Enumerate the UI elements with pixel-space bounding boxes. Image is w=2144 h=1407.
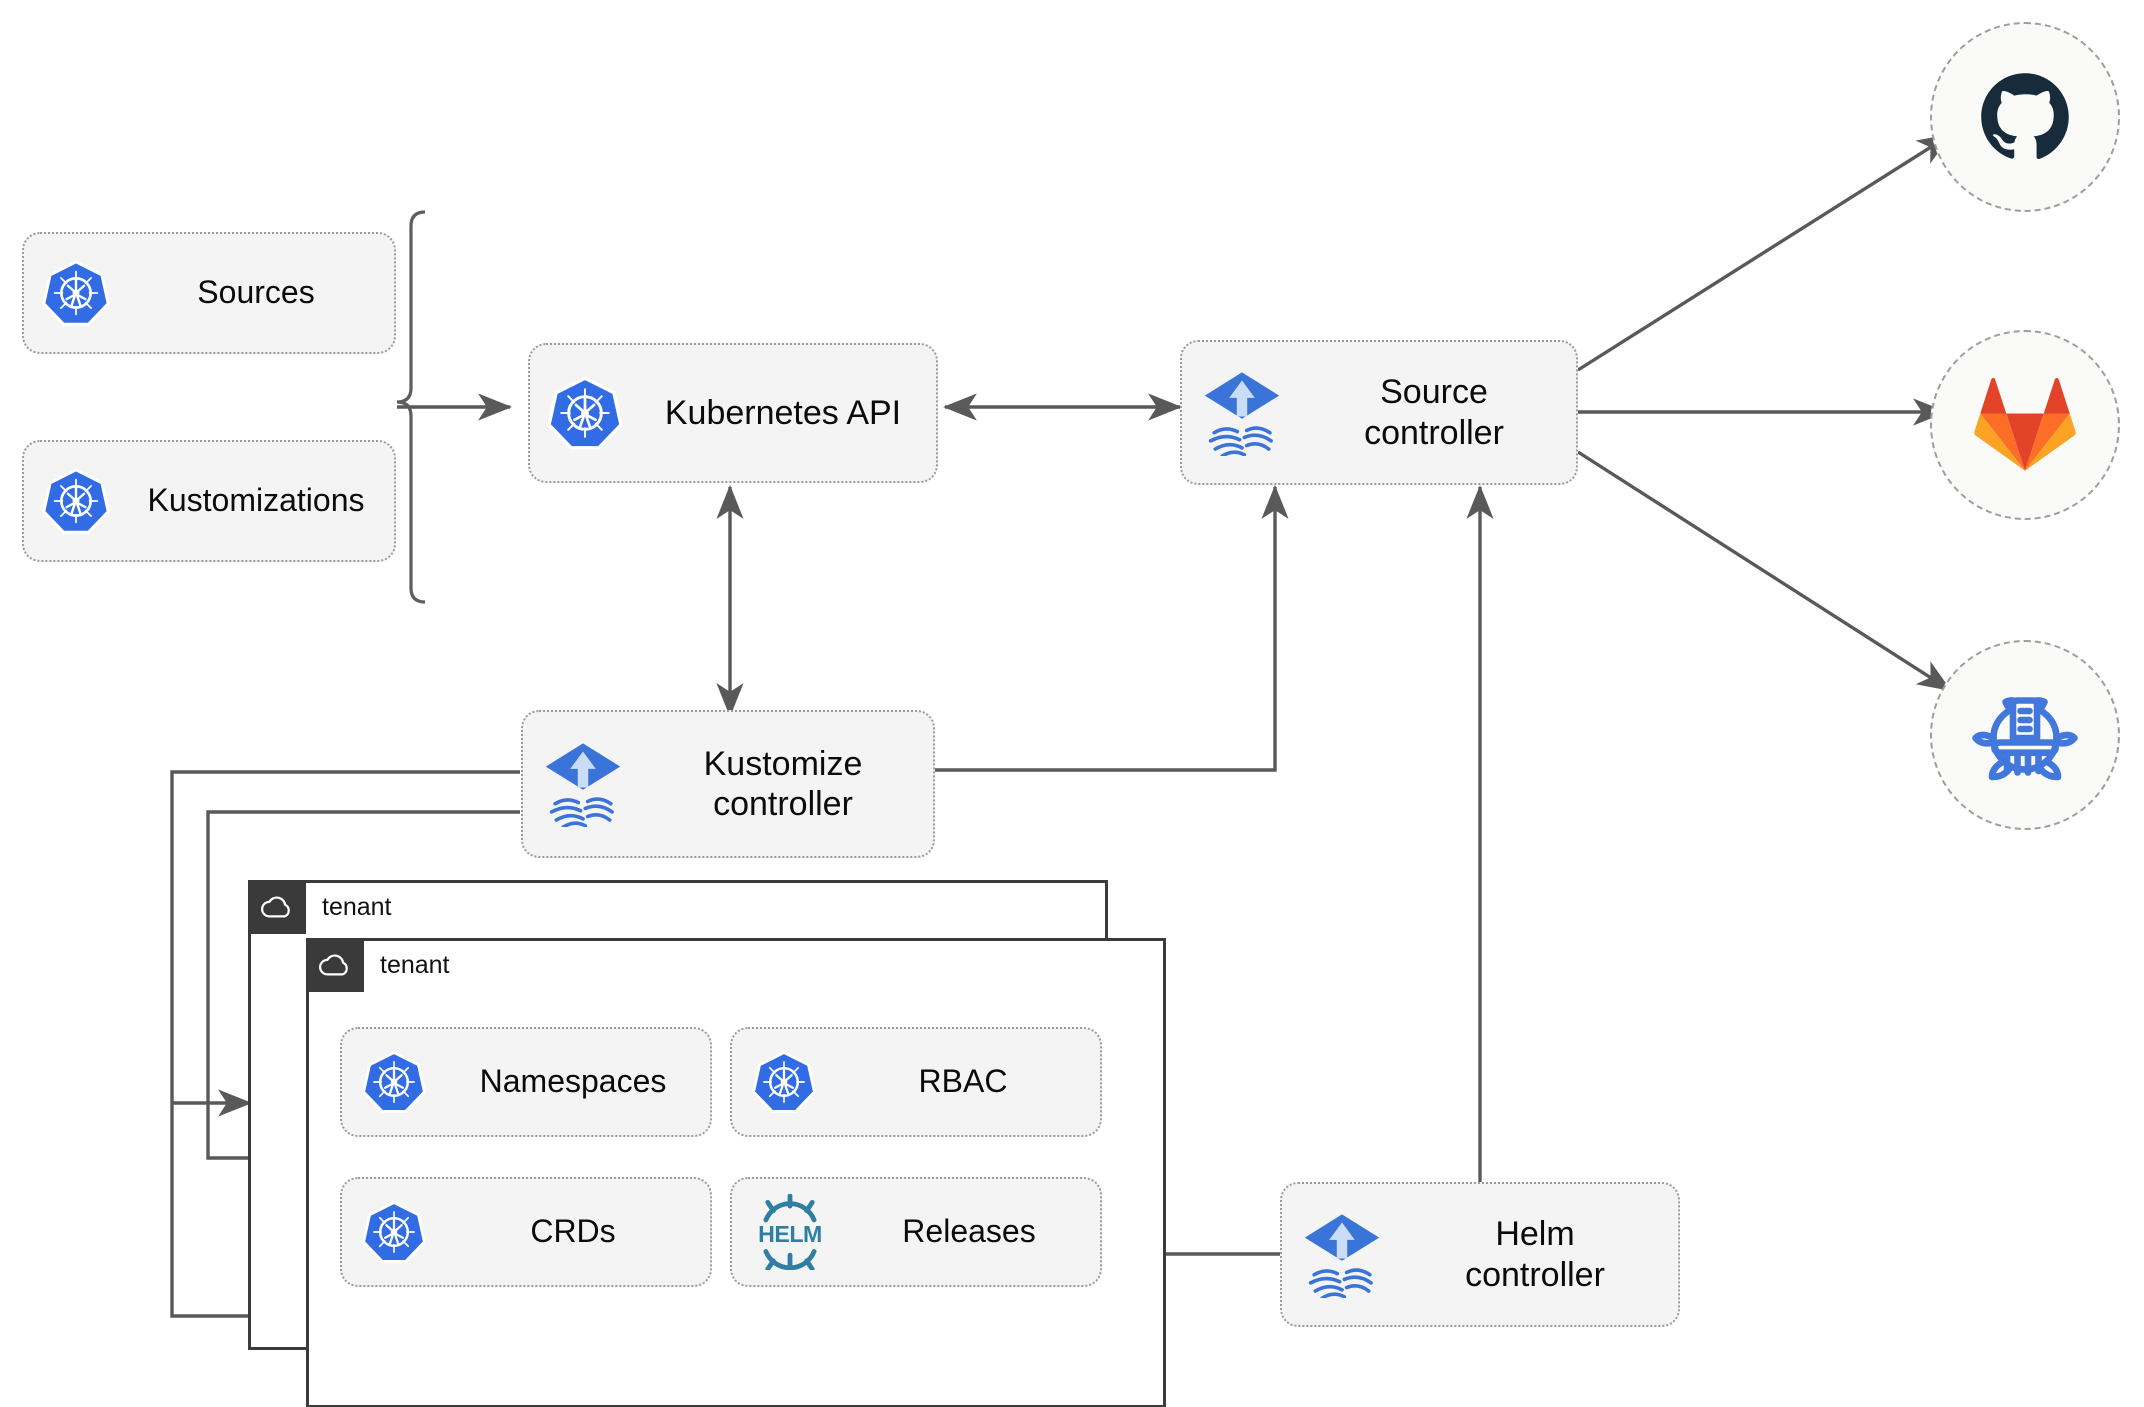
card-label: Releases (902, 1213, 1036, 1250)
card-label-line2: controller (1364, 413, 1504, 452)
card-label: Namespaces (479, 1063, 667, 1100)
card-rbac[interactable]: RBAC (730, 1027, 1102, 1137)
kubernetes-icon (24, 466, 128, 536)
kubernetes-icon (24, 258, 128, 328)
card-source-controller[interactable]: Source controller (1180, 340, 1578, 485)
cloud-icon (306, 938, 364, 992)
provider-helm-repository[interactable] (1930, 640, 2120, 830)
card-label: Source controller (1302, 372, 1576, 452)
card-label: RBAC (918, 1063, 1008, 1100)
card-label: Kustomize controller (643, 744, 933, 824)
card-label: Kubernetes API (664, 393, 902, 432)
card-label-line1: Helm (1495, 1215, 1575, 1254)
card-crds[interactable]: CRDs (340, 1177, 712, 1287)
flux-icon (1282, 1212, 1402, 1298)
provider-gitlab[interactable] (1930, 330, 2120, 520)
tenant-label: tenant (322, 892, 392, 921)
flux-icon (523, 741, 643, 827)
provider-github[interactable] (1930, 22, 2120, 212)
card-kustomizations[interactable]: Kustomizations (22, 440, 396, 562)
card-label: Sources (197, 274, 315, 311)
card-kustomize-controller[interactable]: Kustomize controller (521, 710, 935, 858)
helm-icon: HELM (732, 1194, 848, 1270)
kubernetes-icon (530, 374, 640, 452)
gitlab-icon (1974, 377, 2076, 471)
card-namespaces[interactable]: Namespaces (340, 1027, 712, 1137)
flux-icon (1182, 370, 1302, 456)
card-label-line2: controller (713, 785, 853, 823)
card-label: Helm controller (1402, 1214, 1678, 1294)
card-kubernetes-api[interactable]: Kubernetes API (528, 343, 938, 483)
helm-chart-repo-icon (1972, 697, 2078, 781)
tenant-header: tenant (306, 938, 450, 992)
svg-text:HELM: HELM (758, 1221, 822, 1247)
kubernetes-icon (342, 1199, 446, 1265)
card-sources[interactable]: Sources (22, 232, 396, 354)
card-releases[interactable]: HELM Releases (730, 1177, 1102, 1287)
card-helm-controller[interactable]: Helm controller (1280, 1182, 1680, 1327)
card-label: CRDs (530, 1213, 616, 1250)
card-label: Kustomizations (147, 482, 365, 519)
card-label-line1: Source (1380, 373, 1488, 412)
tenant-panel-inner[interactable]: tenant (306, 938, 1166, 1407)
tenant-label: tenant (380, 950, 450, 979)
tenant-header: tenant (248, 880, 392, 934)
card-label-line2: controller (1465, 1255, 1605, 1294)
github-icon (1981, 73, 2069, 159)
kubernetes-icon (732, 1049, 836, 1115)
kubernetes-icon (342, 1049, 446, 1115)
cloud-icon (248, 880, 306, 934)
card-label-line1: Kustomize (703, 744, 863, 783)
